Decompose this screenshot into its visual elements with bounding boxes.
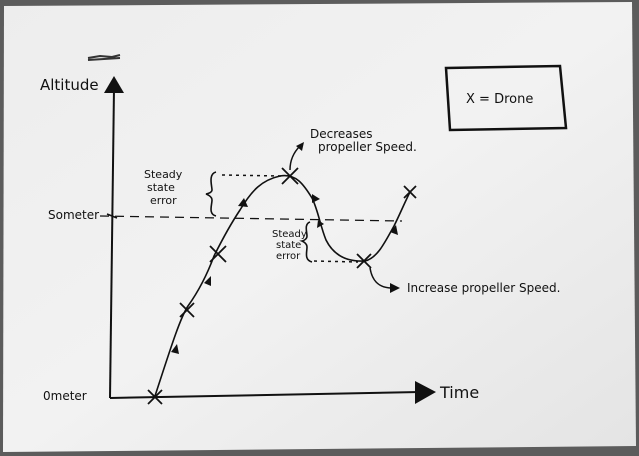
svg-text:Steady: Steady (144, 168, 183, 181)
drone-marker (209, 245, 227, 263)
drone-marker (403, 185, 417, 199)
drone-marker (356, 253, 372, 269)
svg-text:Increase propeller Speed.: Increase propeller Speed. (407, 281, 560, 295)
svg-text:state: state (276, 240, 301, 251)
y-axis (104, 76, 124, 399)
svg-text:propeller Speed.: propeller Speed. (318, 140, 417, 154)
brace-error-2 (299, 221, 313, 263)
brace-error-1 (205, 171, 217, 217)
drone-marker (281, 167, 299, 185)
svg-text:Decreases: Decreases (310, 127, 373, 141)
trajectory-arrows (171, 194, 398, 354)
setpoint-dashed-line (99, 215, 403, 222)
y-axis-label: Altitude (40, 76, 99, 94)
steady-state-error-label-1: Steady state error (144, 168, 183, 207)
paper-sheet (3, 2, 636, 452)
steady-state-error-label-2: Steady state error (272, 229, 307, 262)
drone-marker (179, 302, 195, 318)
svg-text:error: error (150, 194, 177, 207)
drone-trajectory (154, 174, 411, 397)
x-axis (109, 381, 436, 404)
svg-text:state: state (147, 181, 175, 194)
origin-label: 0meter (43, 389, 87, 403)
setpoint-tick (106, 213, 118, 219)
legend-box: X = Drone (444, 64, 568, 132)
svg-text:Steady: Steady (272, 229, 307, 240)
setpoint-label: Someter (48, 208, 99, 222)
x-axis-label: Time (439, 383, 479, 402)
peak-dotted-line (221, 174, 283, 177)
trough-dotted-line (313, 260, 359, 263)
scribble-mark (87, 54, 121, 61)
decrease-speed-annotation: Decreases propeller Speed. (289, 127, 417, 171)
drone-marker (147, 389, 163, 405)
increase-speed-annotation: Increase propeller Speed. (369, 267, 560, 295)
legend-text: X = Drone (466, 92, 533, 107)
svg-text:error: error (276, 251, 301, 262)
drone-markers (147, 167, 417, 405)
